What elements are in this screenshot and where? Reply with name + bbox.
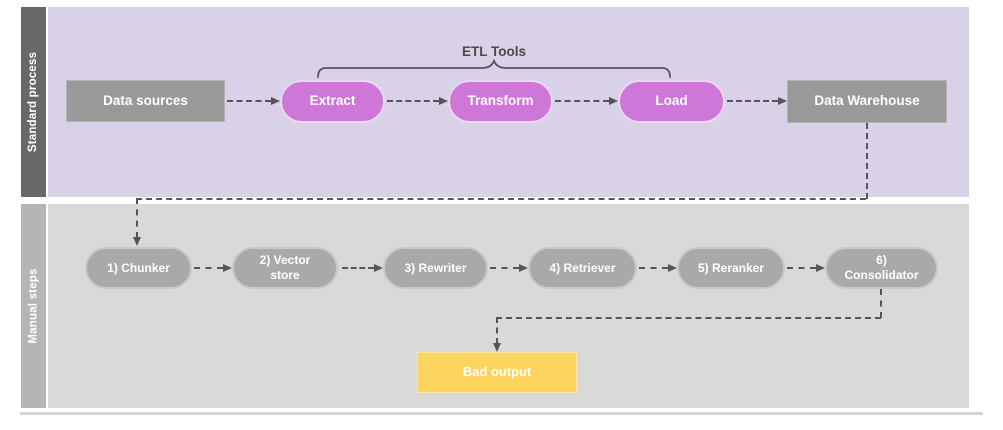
node-data-warehouse: Data Warehouse [787,80,947,123]
node-transform-label: Transform [467,93,534,109]
node-reranker-label: 5) Reranker [697,260,765,275]
node-retriever-label: 4) Retriever [549,260,616,275]
node-load: Load [618,80,725,123]
node-vector-store: 2) Vector store [232,247,338,289]
node-data-sources-label: Data sources [103,92,188,108]
connector-extract-transform [387,100,439,102]
connector-consolidator-badoutput-drop [496,317,498,344]
node-transform: Transform [448,80,553,123]
connector-chunker-vectorstore [194,267,223,269]
node-extract-label: Extract [309,93,356,109]
node-rewriter: 3) Rewriter [383,247,488,289]
node-bad-output-label: Bad output [462,364,532,380]
connector-rewriter-retriever [490,267,519,269]
connector-reranker-consolidator [787,267,816,269]
node-chunker-label: 1) Chunker [107,260,170,275]
etl-tools-bracket-icon [317,58,671,78]
node-extract: Extract [280,80,385,123]
node-consolidator: 6) Consolidator [825,247,938,289]
arrowhead-icon [519,263,528,272]
node-consolidator-label: 6) Consolidator [844,253,919,282]
arrowhead-icon [609,96,618,105]
node-load-label: Load [655,93,688,109]
node-bad-output: Bad output [417,352,577,393]
connector-datasources-extract [227,100,271,102]
node-data-warehouse-label: Data Warehouse [814,93,920,109]
lane-standard-process-label: Standard process [27,51,40,153]
connector-consolidator-badoutput-vertical [880,289,882,318]
arrowhead-icon [271,96,280,105]
arrowhead-icon [439,96,448,105]
connector-retriever-reranker [639,267,668,269]
arrowhead-icon [816,263,825,272]
arrowhead-icon [668,263,677,272]
lane-manual-steps-band: Manual steps [21,204,46,408]
arrowhead-icon [223,263,232,272]
node-data-sources: Data sources [66,80,225,122]
bottom-divider [20,412,983,415]
connector-warehouse-chunker-vertical [866,123,868,199]
node-chunker: 1) Chunker [85,247,192,289]
arrowhead-icon [374,263,383,272]
lane-manual-steps-label: Manual steps [27,268,40,344]
connector-vectorstore-rewriter [342,267,374,269]
node-retriever: 4) Retriever [528,247,637,289]
node-rewriter-label: 3) Rewriter [404,260,467,275]
node-vector-store-label: 2) Vector store [259,253,311,282]
arrowhead-icon [132,237,141,246]
arrowhead-icon [492,343,501,352]
connector-warehouse-chunker-drop [136,198,138,238]
etl-tools-label: ETL Tools [462,44,526,59]
lane-standard-process-band: Standard process [21,7,46,197]
connector-transform-load [555,100,609,102]
connector-warehouse-chunker-horizontal [136,198,866,200]
node-reranker: 5) Reranker [677,247,785,289]
connector-load-warehouse [727,100,778,102]
arrowhead-icon [778,96,787,105]
connector-consolidator-badoutput-horizontal [496,317,881,319]
